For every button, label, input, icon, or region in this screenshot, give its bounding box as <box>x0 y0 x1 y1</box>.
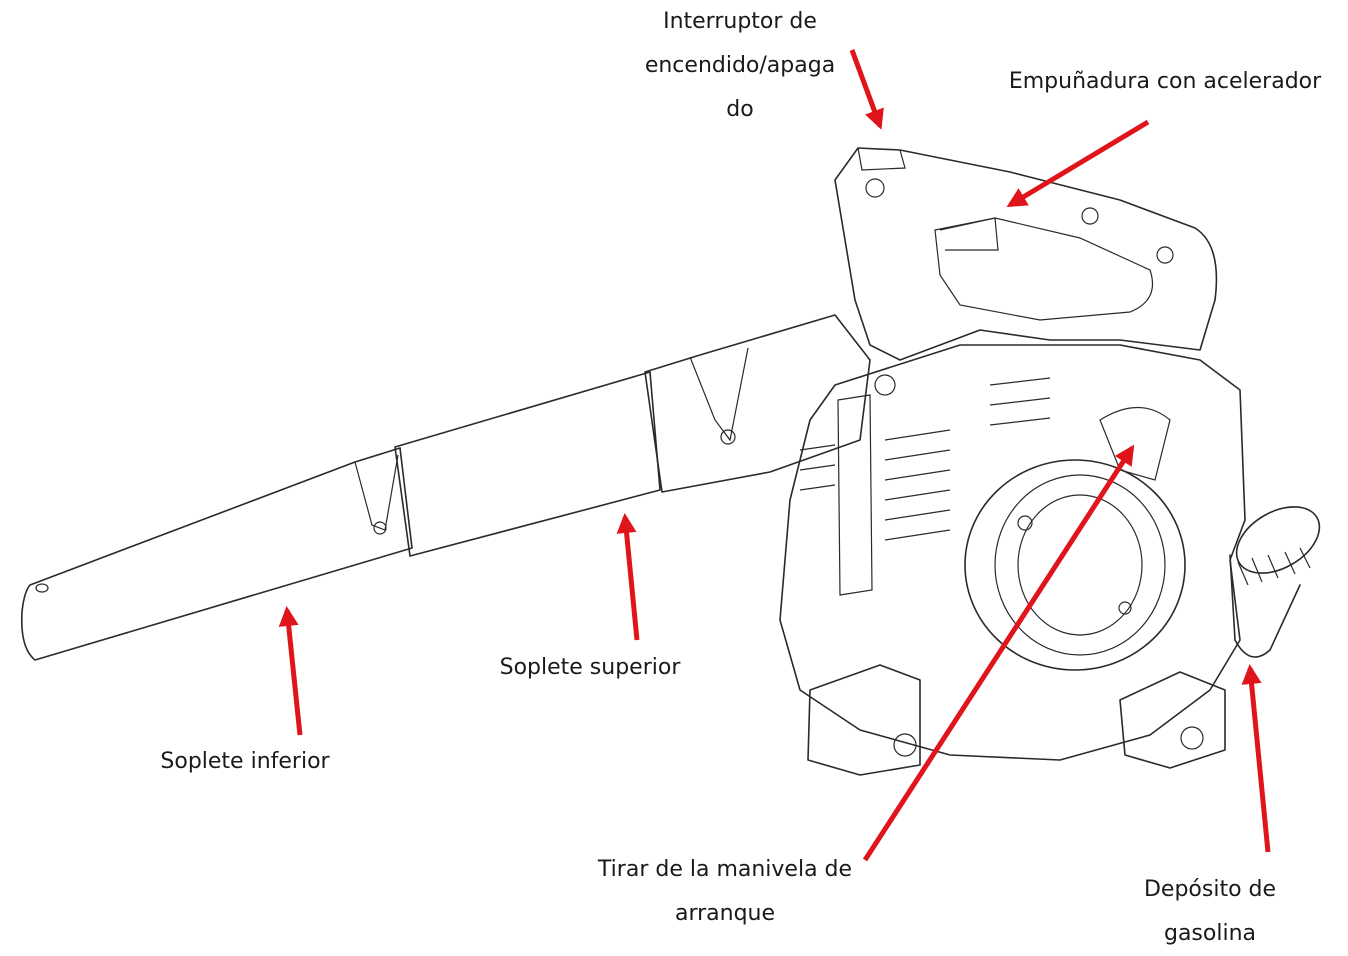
label-starter-line1: Tirar de la manivela de <box>597 857 853 882</box>
arrow-handle <box>1006 119 1150 208</box>
label-starter: Tirar de la manivela de arranque <box>570 848 880 936</box>
blower-tube <box>20 314 871 661</box>
label-switch: Interruptor de encendido/apaga do <box>600 0 880 132</box>
label-lower-tube-line1: Soplete inferior <box>160 749 330 774</box>
label-tank-line2: gasolina <box>1163 921 1257 946</box>
label-handle-line1: Empuñadura con acelerador <box>1008 69 1322 94</box>
arrow-lower-tube <box>278 606 303 736</box>
callout-arrows <box>278 49 1271 862</box>
label-upper-tube: Soplete superior <box>470 646 710 690</box>
label-tank-line1: Depósito de <box>1143 877 1277 902</box>
engine-body <box>779 344 1246 776</box>
label-switch-line2: encendido/apaga <box>644 53 836 78</box>
arrow-switch <box>849 49 884 130</box>
label-switch-line3: do <box>726 97 754 122</box>
arrow-upper-tube <box>616 513 640 641</box>
label-handle: Empuñadura con acelerador <box>985 60 1345 104</box>
label-tank: Depósito de gasolina <box>1120 868 1300 956</box>
arrow-starter <box>862 444 1135 862</box>
fuel-tank <box>1229 506 1321 658</box>
label-upper-tube-line1: Soplete superior <box>499 655 681 680</box>
label-switch-line1: Interruptor de <box>663 9 817 34</box>
label-lower-tube: Soplete inferior <box>130 740 360 784</box>
arrow-tank <box>1241 664 1271 853</box>
label-starter-line2: arranque <box>674 901 776 926</box>
handle <box>834 147 1218 361</box>
